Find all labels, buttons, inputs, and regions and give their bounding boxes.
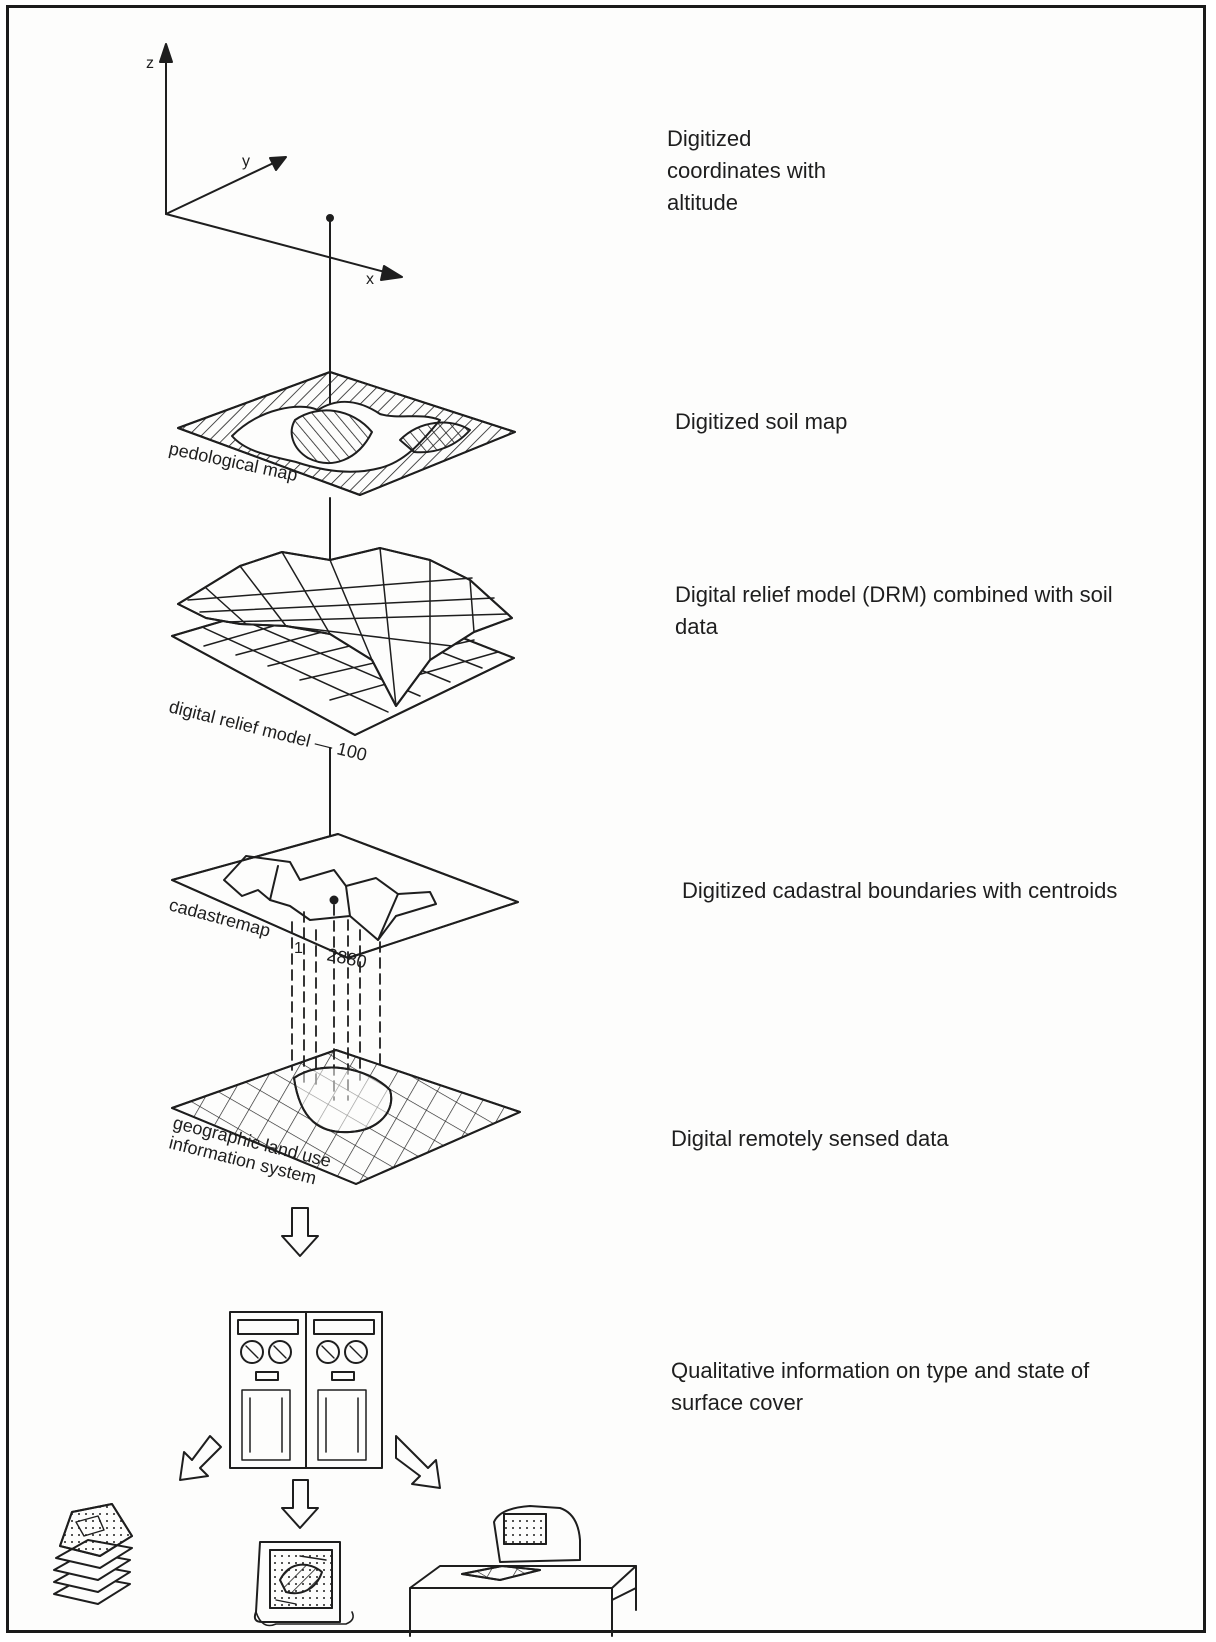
axis-label-y: y — [242, 153, 250, 170]
mainframe-computer-icon — [229, 1311, 383, 1469]
coordinate-axes: z y x — [146, 43, 403, 421]
output-arrow-down-icon — [281, 1479, 319, 1529]
remote-sensing-layer: geographic land use information system — [167, 1049, 521, 1188]
printed-map-icon — [253, 1541, 354, 1627]
figure-frame: Digitized coordinates with altitude Digi… — [6, 5, 1206, 1633]
desc-remote-sensing: Digital remotely sensed data — [671, 1126, 949, 1151]
computer-terminal-icon — [409, 1505, 637, 1637]
hollow-down-arrow-icon — [281, 1207, 319, 1257]
desc-relief-model: Digital relief model (DRM) combined with… — [675, 582, 1113, 639]
desc-coordinates: Digitized coordinates with altitude — [667, 126, 826, 215]
axis-label-z: z — [146, 55, 154, 72]
stacked-maps-icon — [53, 1503, 133, 1605]
desc-soil-map: Digitized soil map — [675, 409, 848, 434]
output-arrow-right-icon — [395, 1435, 441, 1489]
desc-qualitative: Qualitative information on type and stat… — [671, 1358, 1090, 1415]
label-cadastre-1: 1 — [294, 940, 303, 957]
relief-model-layer: digital relief model — 100 — [167, 547, 515, 849]
axis-label-x: x — [366, 271, 374, 288]
output-arrow-left-icon — [179, 1435, 222, 1481]
desc-cadastral: Digitized cadastral boundaries with cent… — [682, 878, 1118, 903]
cadastre-map-layer: cadastremap 1 2880 — [167, 833, 519, 1101]
